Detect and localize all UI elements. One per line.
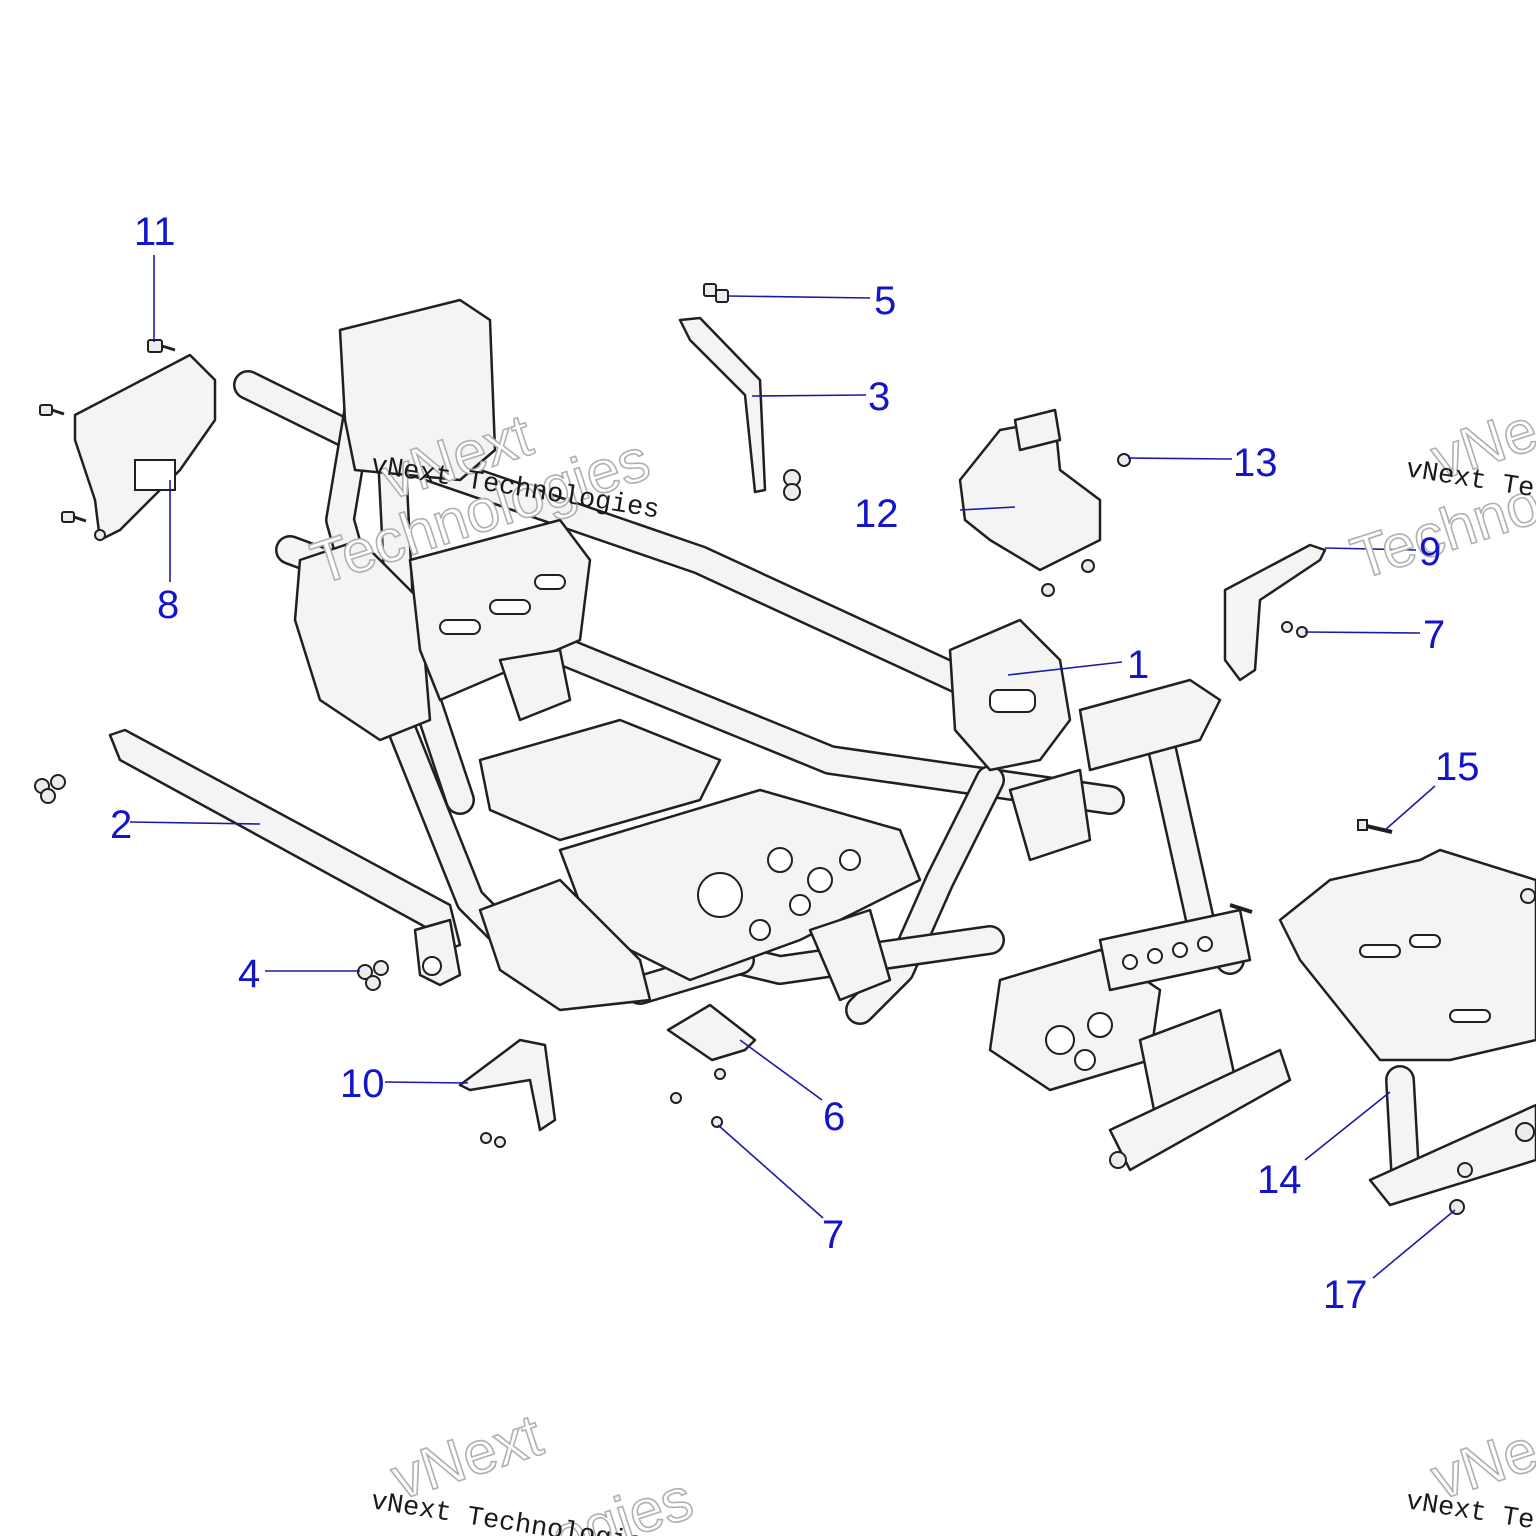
bolt-right-edge [1520,888,1536,904]
bracket-8 [73,353,217,542]
tray-12 [958,408,1102,597]
strap-3 [678,316,801,501]
bolt-15 [1229,819,1393,914]
callout-1[interactable]: 1 [1127,643,1149,687]
callouts: 11 8 2 4 10 5 3 12 13 9 7 1 15 6 7 14 17 [110,210,1480,1317]
bracket-10 [458,1038,557,1148]
callout-14[interactable]: 14 [1257,1158,1302,1202]
bolts-5 [703,283,729,303]
fasteners-7-right [1281,621,1308,638]
crossbar-2 [34,728,462,987]
callout-6[interactable]: 6 [823,1095,845,1139]
callout-13[interactable]: 13 [1233,441,1278,485]
bolt-13 [1117,453,1131,467]
bolts-4 [357,960,389,991]
subframe-14 [1278,848,1536,1207]
callout-11[interactable]: 11 [134,210,176,254]
fastener-7-lower [711,1116,723,1128]
bolt-8-b [61,511,87,523]
bracket-9 [1223,543,1327,682]
bolt-11 [147,339,176,353]
main-frame [233,298,1292,1172]
leader-lines [129,255,1456,1279]
callout-7-right[interactable]: 7 [1423,613,1445,657]
callout-10[interactable]: 10 [340,1062,385,1106]
callout-7-lower[interactable]: 7 [822,1213,844,1257]
callout-15[interactable]: 15 [1435,745,1480,789]
callout-17[interactable]: 17 [1323,1273,1368,1317]
callout-3[interactable]: 3 [868,375,890,419]
callout-5[interactable]: 5 [874,279,896,323]
callout-2[interactable]: 2 [110,803,132,847]
bolt-8-a [39,404,65,416]
cover-plate-6 [666,1003,757,1104]
callout-8[interactable]: 8 [157,583,179,627]
callout-4[interactable]: 4 [238,952,260,996]
callout-12[interactable]: 12 [854,492,899,536]
callout-9[interactable]: 9 [1419,530,1441,574]
